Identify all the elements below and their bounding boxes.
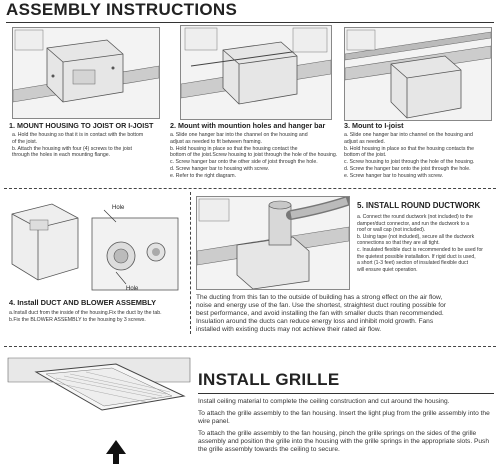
step4-title: 4. Install DUCT AND BLOWER ASSEMBLY	[9, 298, 157, 307]
step2-figure	[180, 25, 332, 120]
step3-line: adjust as needed.	[344, 138, 385, 145]
ducting-note-line: The ducting from this fan to the outside…	[196, 294, 443, 301]
step2-line: c. Screw hanger bar onto the other side …	[170, 159, 318, 166]
step2-title: 2. Mount with mountion holes and hanger …	[170, 121, 326, 130]
grille-paragraph: Install ceiling material to complete the…	[198, 398, 450, 405]
grille-paragraph: To attach the grille assembly to the fan…	[198, 410, 490, 425]
step1-line: a. Hold the housing so that it is in con…	[12, 132, 144, 138]
step1-line: b. Attach the housing with four (4) scre…	[12, 145, 132, 152]
step2-line: d. Screw hanger bar to housing with scre…	[170, 165, 269, 172]
ducting-note-line: noise and energy use of the fan. Use the…	[196, 301, 446, 309]
step5-line: connections so that they are all tight.	[357, 240, 440, 247]
ducting-note-line: installed with existing ducts may not ac…	[196, 325, 382, 333]
grille-title: INSTALL GRILLE	[198, 370, 340, 389]
up-arrow-icon	[106, 440, 126, 454]
step5-line: a. Connect the round ductwork (not inclu…	[357, 214, 473, 220]
title-underline	[6, 22, 494, 23]
step1-figure	[12, 27, 160, 119]
step5-line: b. Using tape (not included), secure all…	[357, 233, 475, 240]
step2-line: a. Slide one hanger bar into the channel…	[170, 132, 308, 138]
grille-text: Install ceiling material to complete the…	[198, 398, 494, 458]
step4-line: a.Install duct from the inside of the ho…	[9, 310, 162, 316]
step5-text: a. Connect the round ductwork (not inclu…	[357, 214, 497, 273]
section-divider	[4, 188, 496, 189]
grille-figure	[6, 354, 192, 466]
section-divider	[4, 346, 496, 347]
step1-title: 1. MOUNT HOUSING TO JOIST OR I-JOIST	[9, 121, 154, 130]
step3-line: a. Slide one hanger bar into channel on …	[344, 132, 473, 138]
step4-figure	[8, 196, 184, 294]
step2-text: a. Slide one hanger bar into the channel…	[170, 132, 342, 180]
step1-text: a. Hold the housing so that it is in con…	[12, 132, 172, 159]
step4-text: a.Install duct from the inside of the ho…	[9, 310, 187, 324]
step3-figure	[344, 27, 492, 121]
ducting-note-line: best performance, and avoid installing t…	[196, 309, 444, 317]
step3-line: b. Hold housing in place so that the hou…	[344, 145, 475, 152]
ducting-note-line: Insulation around the ducts can reduce e…	[196, 317, 434, 325]
page-title: ASSEMBLY INSTRUCTIONS	[6, 0, 238, 19]
step3-line: c. Screw housing to joist through the ho…	[344, 159, 475, 166]
step5-line: the quietest possible installation. If r…	[357, 253, 476, 260]
grille-paragraph: To attach the grille assembly to the fan…	[198, 430, 490, 453]
step2-line: bottom of the joist.Screw housing to joi…	[170, 152, 338, 159]
grille-underline	[198, 393, 494, 394]
step3-line: e. Screw hanger bar to housing with scre…	[344, 172, 443, 179]
step5-figure	[196, 196, 350, 290]
step5-title: 5. INSTALL ROUND DUCTWORK	[357, 201, 481, 210]
step5-line: c. Insulated flexible duct is recommende…	[357, 246, 483, 253]
hole-label: Hole	[112, 205, 125, 211]
ducting-note: The ducting from this fan to the outside…	[196, 294, 496, 334]
step5-line: damper/duct connector, and run the ductw…	[357, 220, 470, 227]
step3-line: bottom of the joist.	[344, 152, 387, 159]
step2-line: b. Hold housing in place so that the hou…	[170, 145, 298, 152]
step1-line: through the holes in each mounting flang…	[12, 152, 111, 159]
step5-line: will ensure quiet operation.	[357, 266, 418, 273]
step5-line: roof or wall cap (not included).	[357, 227, 426, 234]
step1-line: of the joist.	[12, 138, 38, 145]
column-divider	[190, 192, 191, 334]
step2-line: e. Refer to the right diagram.	[170, 172, 237, 179]
step4-line: b.Fix the BLOWER ASSEMBLY to the housing…	[9, 316, 146, 323]
step3-title: 3. Mount to I-joist	[344, 121, 404, 130]
step3-line: d. Screw the hanger bar onto the joist t…	[344, 165, 471, 172]
step2-line: adjust as needed to fit between framing.	[170, 138, 262, 145]
step3-text: a. Slide one hanger bar into channel on …	[344, 132, 496, 180]
step5-line: a short (1-3 feet) section of insulated …	[357, 260, 468, 267]
hole-label: Hole	[126, 286, 139, 292]
